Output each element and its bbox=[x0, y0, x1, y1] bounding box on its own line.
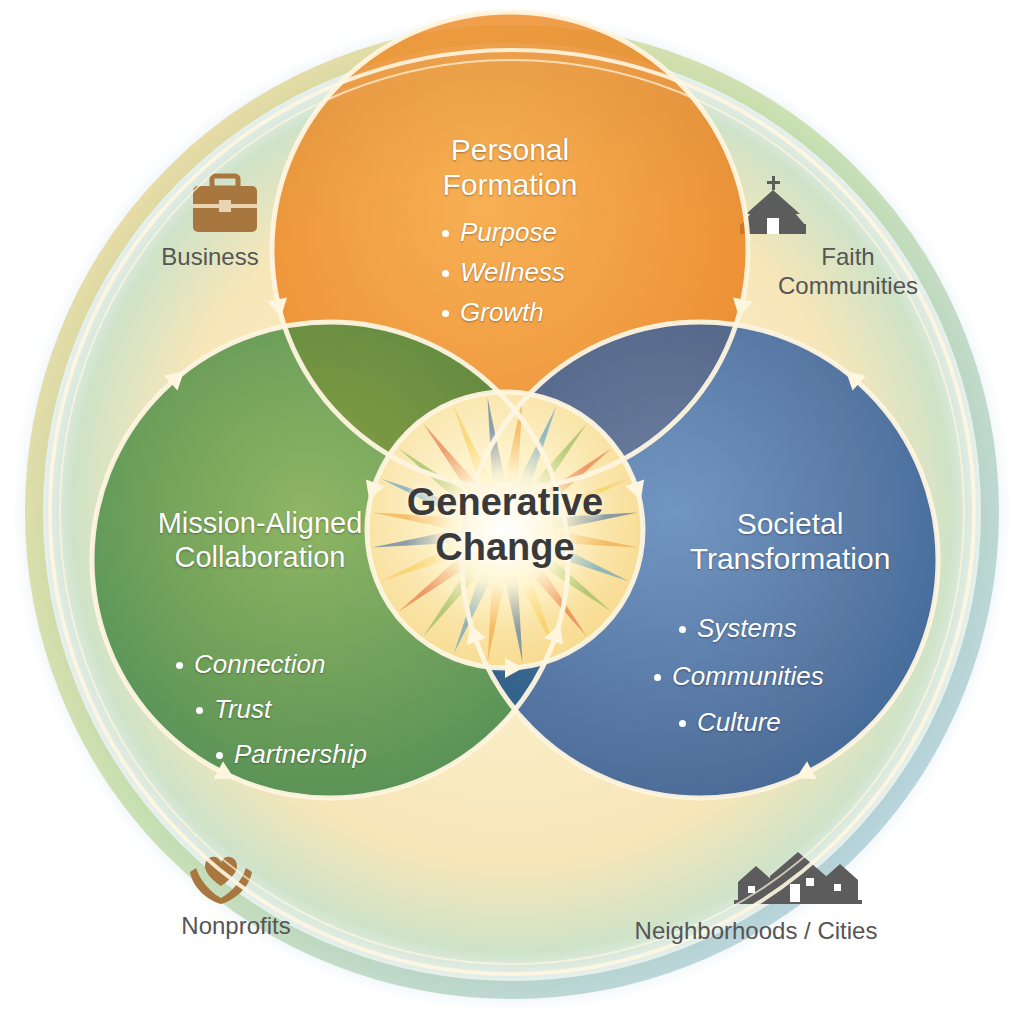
bullet-item: Partnership bbox=[212, 739, 367, 770]
bullet-item: Purpose bbox=[438, 217, 557, 248]
arrowhead bbox=[544, 624, 563, 644]
arrowhead bbox=[366, 479, 385, 499]
bullet-item: Systems bbox=[675, 613, 797, 644]
arrowhead bbox=[846, 371, 866, 390]
bullet-item: Culture bbox=[675, 707, 781, 738]
briefcase-icon bbox=[193, 176, 257, 232]
circle-heading: Societal Transformation bbox=[655, 506, 925, 577]
arrowhead bbox=[164, 371, 184, 390]
heart-hands-icon bbox=[190, 857, 252, 904]
bullet-item: Connection bbox=[172, 649, 326, 680]
center-circle: Generative Change bbox=[365, 390, 645, 670]
sector-label: Neighborhoods / Cities bbox=[596, 917, 916, 946]
houses-icon bbox=[734, 852, 862, 904]
sector-label: Business bbox=[130, 243, 290, 272]
arrowhead bbox=[267, 297, 287, 317]
sector-label: Nonprofits bbox=[146, 912, 326, 941]
bullet-item: Wellness bbox=[438, 257, 565, 288]
arrowhead bbox=[214, 761, 235, 779]
arrowhead bbox=[733, 297, 753, 317]
sector-label: Faith Communities bbox=[748, 243, 948, 301]
bullet-item: Trust bbox=[192, 694, 271, 725]
arrowhead bbox=[505, 658, 523, 678]
center-title: Generative Change bbox=[395, 480, 615, 570]
arrowhead bbox=[625, 479, 644, 499]
arrowhead bbox=[467, 624, 486, 644]
church-icon bbox=[740, 176, 806, 234]
circle-heading: Mission-Aligned Collaboration bbox=[150, 506, 370, 574]
bullet-item: Growth bbox=[438, 297, 544, 328]
circle-heading: Personal Formation bbox=[410, 132, 610, 203]
arrowhead bbox=[796, 761, 817, 779]
bullet-item: Communities bbox=[650, 661, 824, 692]
